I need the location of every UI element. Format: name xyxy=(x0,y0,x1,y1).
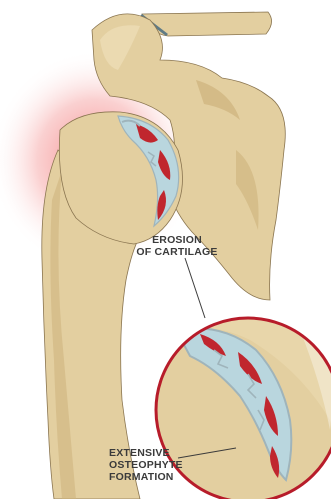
erosion-pointer-line xyxy=(185,258,205,318)
osteophyte-label-line1: EXTENSIVE xyxy=(109,447,189,459)
erosion-label-line2: OF CARTILAGE xyxy=(134,246,220,258)
osteophyte-label-line3: FORMATION xyxy=(109,471,189,483)
erosion-label-line1: EROSION xyxy=(134,234,220,246)
osteophyte-label-line2: OSTEOPHYTE xyxy=(109,459,189,471)
osteophyte-formation-label: EXTENSIVE OSTEOPHYTE FORMATION xyxy=(109,447,189,483)
erosion-of-cartilage-label: EROSION OF CARTILAGE xyxy=(134,234,220,258)
